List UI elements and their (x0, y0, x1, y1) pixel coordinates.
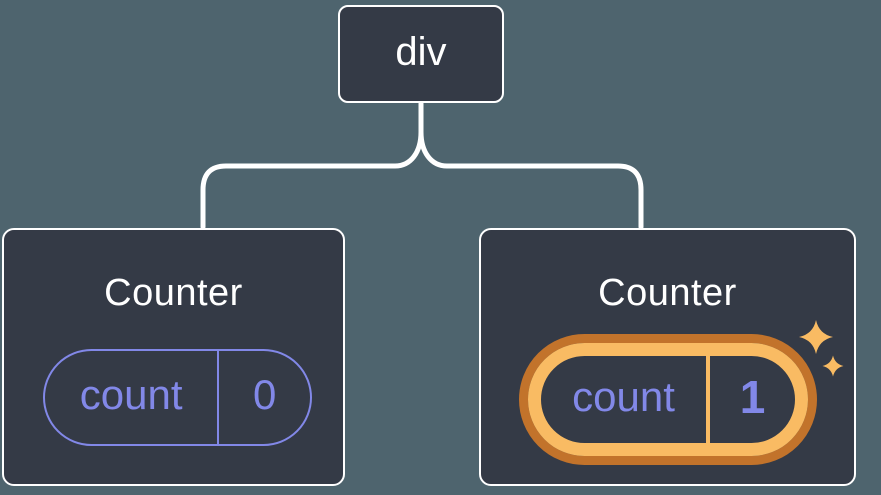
state-value-cell: 1 (710, 356, 795, 443)
state-value: 1 (739, 371, 766, 423)
root-node-label: div (395, 29, 447, 74)
state-value-cell: 0 (219, 351, 310, 444)
state-pill-highlight-ring: count 1 (528, 343, 808, 456)
state-label-cell: count (45, 351, 220, 444)
root-node-div: div (338, 5, 504, 103)
state-label-cell: count (541, 356, 711, 443)
connector-left-branch (200, 101, 424, 230)
counter-title: Counter (104, 272, 243, 314)
state-label: count (79, 371, 183, 418)
counter-card-left: Counter count 0 (2, 228, 345, 486)
state-label: count (572, 373, 675, 420)
state-pill-highlighted: count 1 (519, 334, 817, 465)
counter-card-right: Counter count 1 (479, 228, 856, 486)
counter-title: Counter (598, 272, 737, 314)
connector-right-branch (418, 101, 644, 230)
state-value: 0 (252, 371, 277, 418)
state-pill: count 0 (43, 349, 312, 446)
